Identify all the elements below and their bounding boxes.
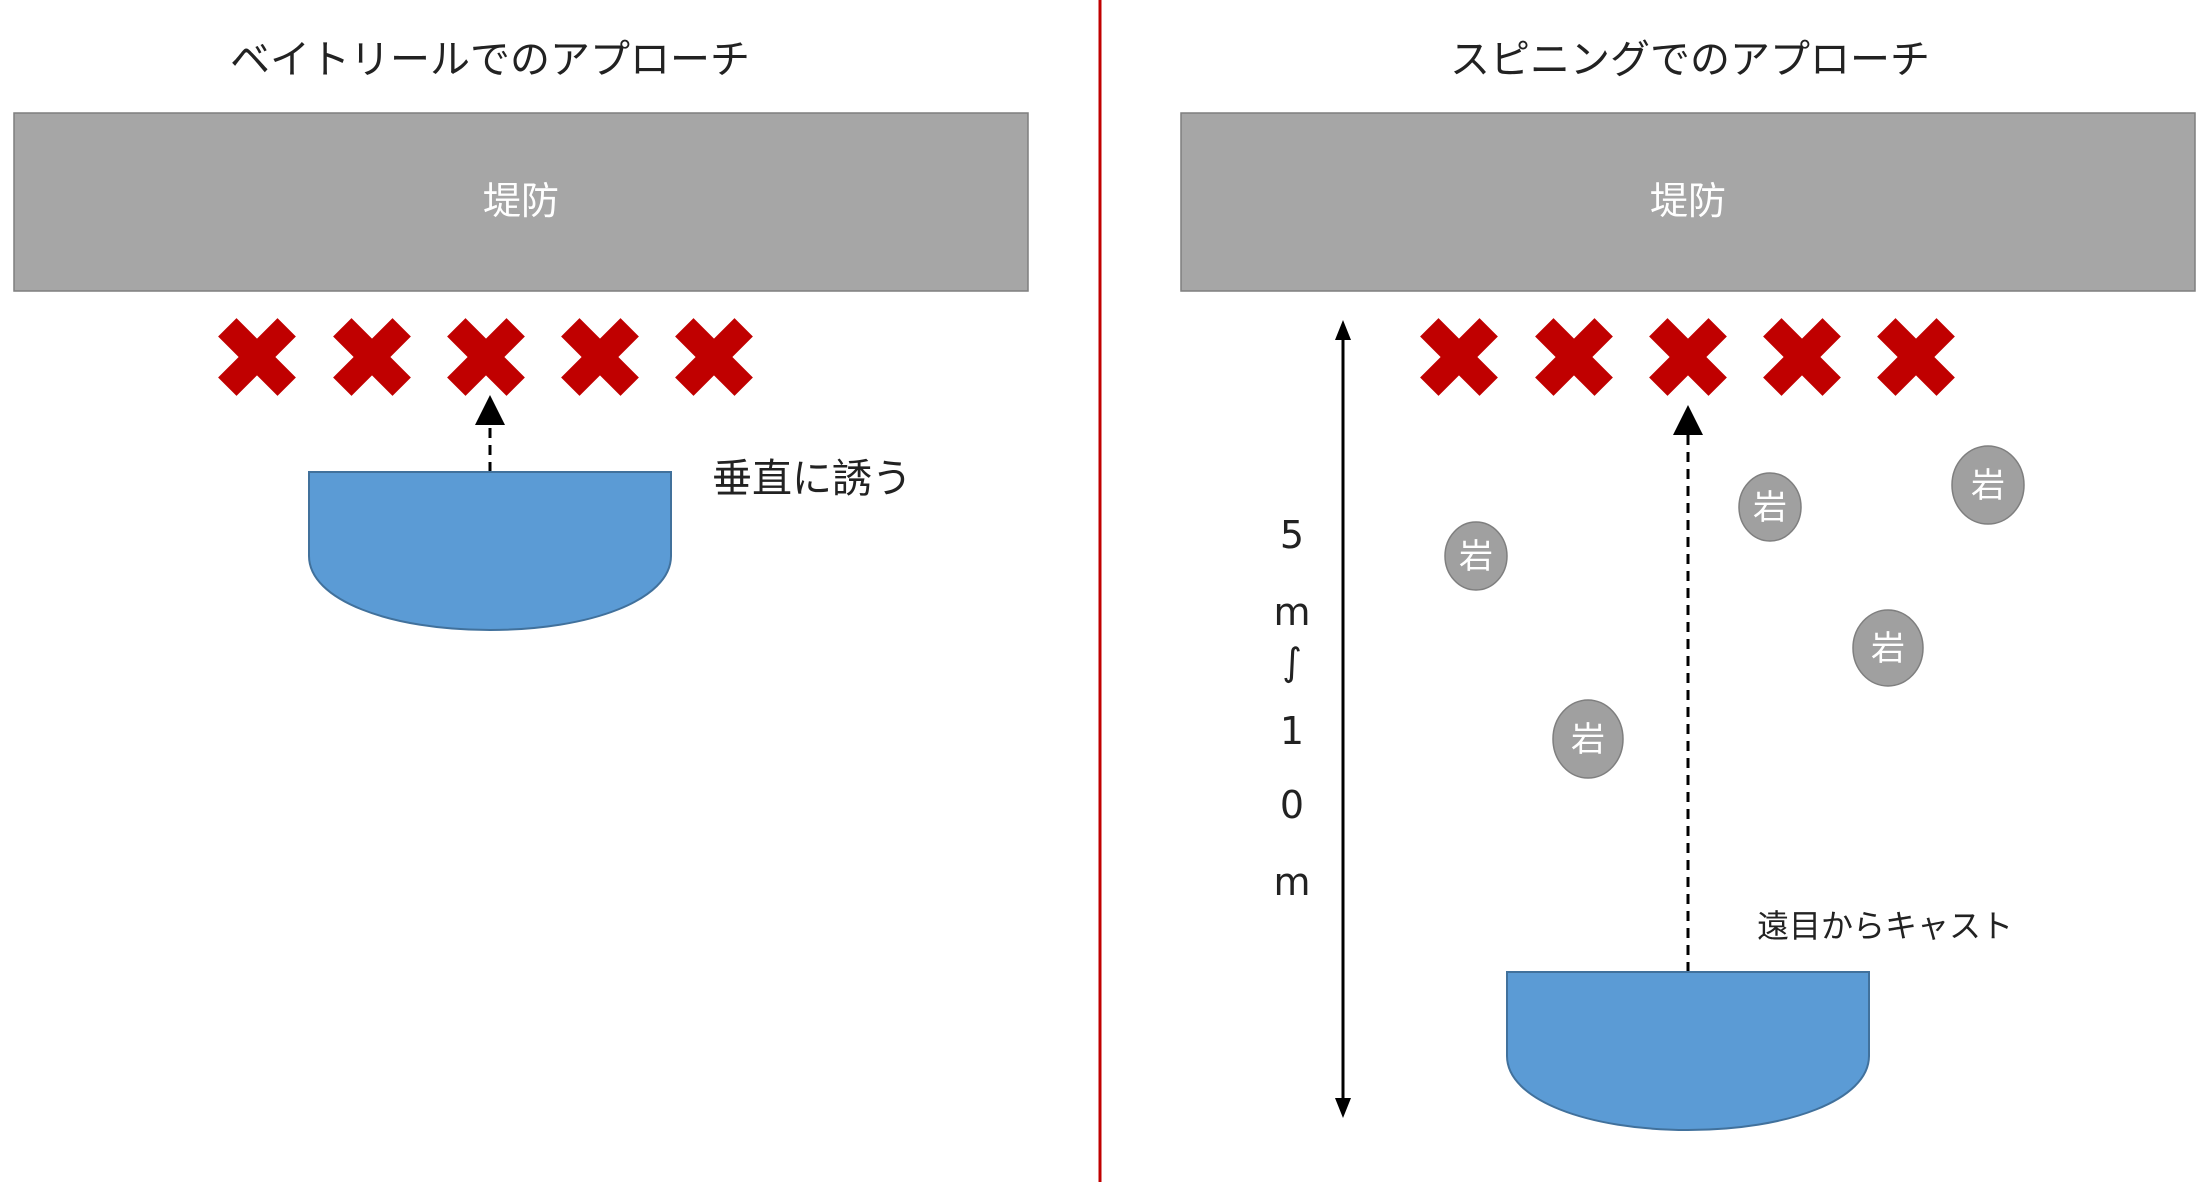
svg-text:∫: ∫ (1282, 640, 1302, 684)
x-mark (447, 318, 525, 396)
svg-text:m: m (1273, 590, 1310, 634)
right-x-marks (1420, 318, 1955, 396)
distance-arrow (1335, 320, 1351, 1118)
x-mark (1649, 318, 1727, 396)
rock: 岩 (1552, 699, 1624, 779)
rock: 岩 (1444, 521, 1508, 591)
svg-text:1: 1 (1280, 709, 1304, 753)
left-seawall-label: 堤防 (483, 179, 559, 223)
svg-text:0: 0 (1280, 783, 1304, 827)
right-boat (1506, 971, 1870, 1132)
left-annotation: 垂直に誘う (712, 456, 912, 502)
x-mark (333, 318, 411, 396)
right-annotation: 遠目からキャスト (1757, 907, 2013, 945)
left-x-marks (218, 318, 753, 396)
rock: 岩 (1852, 609, 1924, 687)
svg-text:岩: 岩 (1971, 466, 2005, 506)
rock: 岩 (1738, 472, 1802, 542)
x-mark (1535, 318, 1613, 396)
left-title: ベイトリールでのアプローチ (230, 37, 750, 83)
svg-text:岩: 岩 (1753, 488, 1787, 528)
rocks: 岩 岩 岩 岩 岩 (1444, 445, 2025, 779)
svg-text:岩: 岩 (1459, 537, 1493, 577)
svg-text:5: 5 (1280, 513, 1304, 557)
left-boat (308, 471, 672, 632)
right-seawall (1180, 112, 2196, 292)
x-mark (1763, 318, 1841, 396)
x-mark (675, 318, 753, 396)
right-title: スピニングでのアプローチ (1450, 37, 1930, 83)
rock: 岩 (1951, 445, 2025, 525)
svg-text:岩: 岩 (1571, 720, 1605, 760)
svg-text:岩: 岩 (1871, 629, 1905, 669)
x-mark (1420, 318, 1498, 396)
left-seawall (13, 112, 1029, 292)
x-mark (1877, 318, 1955, 396)
right-seawall-label: 堤防 (1650, 179, 1726, 223)
x-mark (561, 318, 639, 396)
distance-label: 5 m ∫ 1 0 m (1273, 513, 1310, 904)
x-mark (218, 318, 296, 396)
svg-text:m: m (1273, 860, 1310, 904)
